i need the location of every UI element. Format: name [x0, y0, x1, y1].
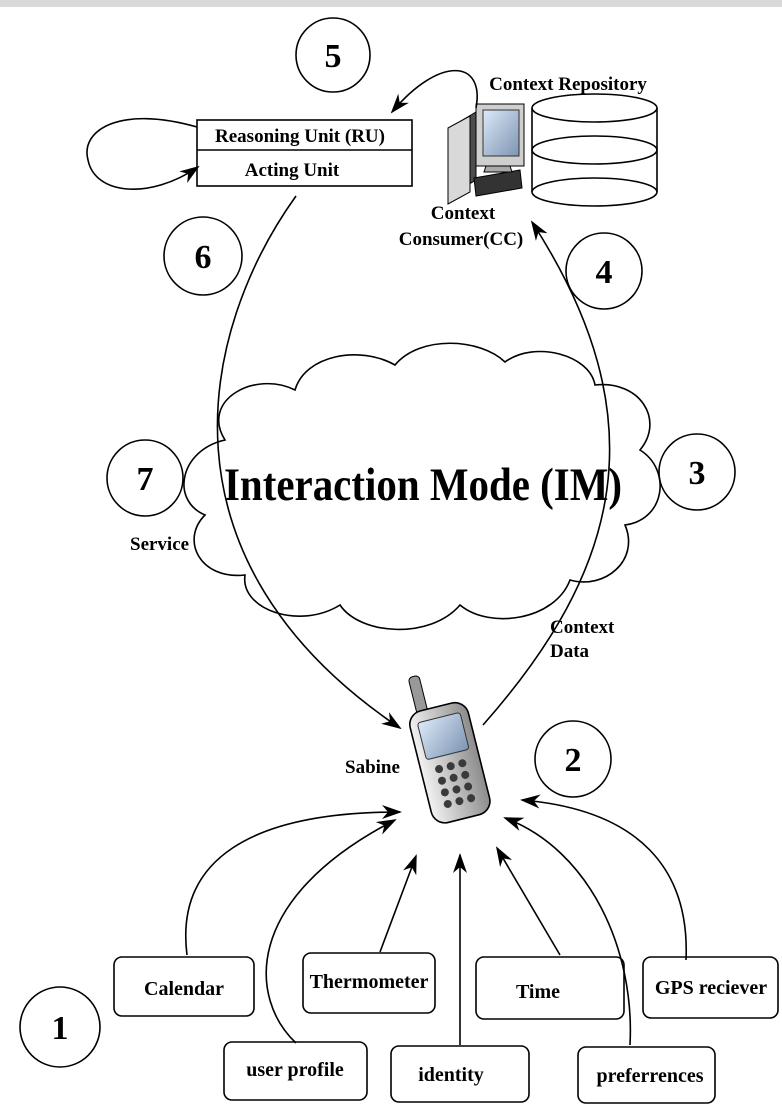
arrow-calendar	[185, 805, 402, 956]
svg-text:4: 4	[596, 254, 613, 291]
source-thermometer: Thermometer	[302, 952, 436, 1014]
svg-text:5: 5	[325, 38, 342, 75]
source-gps: GPS reciever	[642, 956, 779, 1019]
service-arrow	[216, 195, 402, 730]
svg-text:GPS reciever: GPS reciever	[655, 977, 767, 999]
context-data-arrow	[482, 220, 611, 726]
context-data-label-2: Data	[550, 641, 590, 662]
source-user-profile: user profile	[223, 1041, 368, 1101]
step-circle-2: 2	[534, 720, 612, 798]
service-label: Service	[130, 534, 189, 555]
arrow-user-profile	[265, 819, 397, 1044]
interaction-mode-cloud: Interaction Mode (IM)	[183, 342, 661, 631]
context-data-label-1: Context	[550, 617, 615, 638]
arrow-time	[495, 846, 561, 956]
svg-text:1: 1	[52, 1010, 69, 1047]
arrow-thermometer	[379, 854, 417, 953]
mobile-phone-icon	[408, 675, 491, 824]
step-circle-6: 6	[163, 216, 243, 296]
svg-text:7: 7	[137, 461, 154, 498]
arrow-gps	[520, 794, 687, 961]
step-circle-4: 4	[565, 232, 643, 310]
reasoning-unit-label: Reasoning Unit (RU)	[215, 126, 385, 147]
source-identity: identity	[390, 1045, 530, 1103]
step-circle-7: 7	[106, 439, 184, 517]
context-repository-label: Context Repository	[489, 74, 647, 95]
device-label: Sabine	[345, 757, 400, 778]
svg-text:user profile: user profile	[246, 1059, 344, 1081]
svg-text:preferrences: preferrences	[597, 1065, 704, 1087]
step-circle-1: 1	[19, 986, 101, 1068]
svg-text:identity: identity	[418, 1064, 484, 1086]
source-calendar: Calendar	[113, 956, 255, 1017]
step-circle-5: 5	[295, 17, 371, 93]
svg-text:6: 6	[195, 239, 212, 276]
svg-text:3: 3	[689, 455, 706, 492]
desktop-computer-icon	[447, 103, 525, 205]
context-consumer-label-2: Consumer(CC)	[399, 229, 524, 250]
acting-unit-label: Acting Unit	[245, 160, 340, 181]
svg-text:Thermometer: Thermometer	[310, 971, 429, 993]
svg-text:Calendar: Calendar	[144, 978, 224, 1000]
source-preferences: preferrences	[577, 1046, 716, 1104]
reasoning-acting-box: Reasoning Unit (RU) Acting Unit	[196, 119, 413, 187]
database-icon	[531, 93, 658, 207]
source-time: Time	[475, 956, 625, 1020]
top-bar	[0, 0, 782, 7]
context-consumer-label-1: Context	[431, 203, 496, 224]
svg-text:2: 2	[565, 742, 582, 779]
svg-text:Time: Time	[516, 981, 560, 1003]
arrow-preferences	[503, 817, 632, 1046]
self-loop-arrow	[86, 117, 200, 190]
step-circle-3: 3	[658, 433, 736, 511]
cloud-label: Interaction Mode (IM)	[224, 459, 622, 511]
arrow-cc-to-ru	[390, 70, 478, 114]
